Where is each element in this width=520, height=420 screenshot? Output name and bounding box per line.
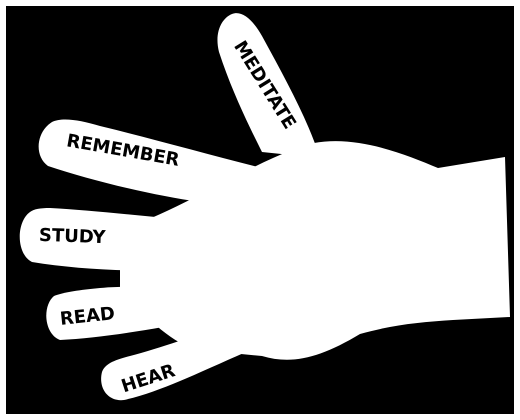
- finger-label-middle: STUDY: [39, 225, 107, 248]
